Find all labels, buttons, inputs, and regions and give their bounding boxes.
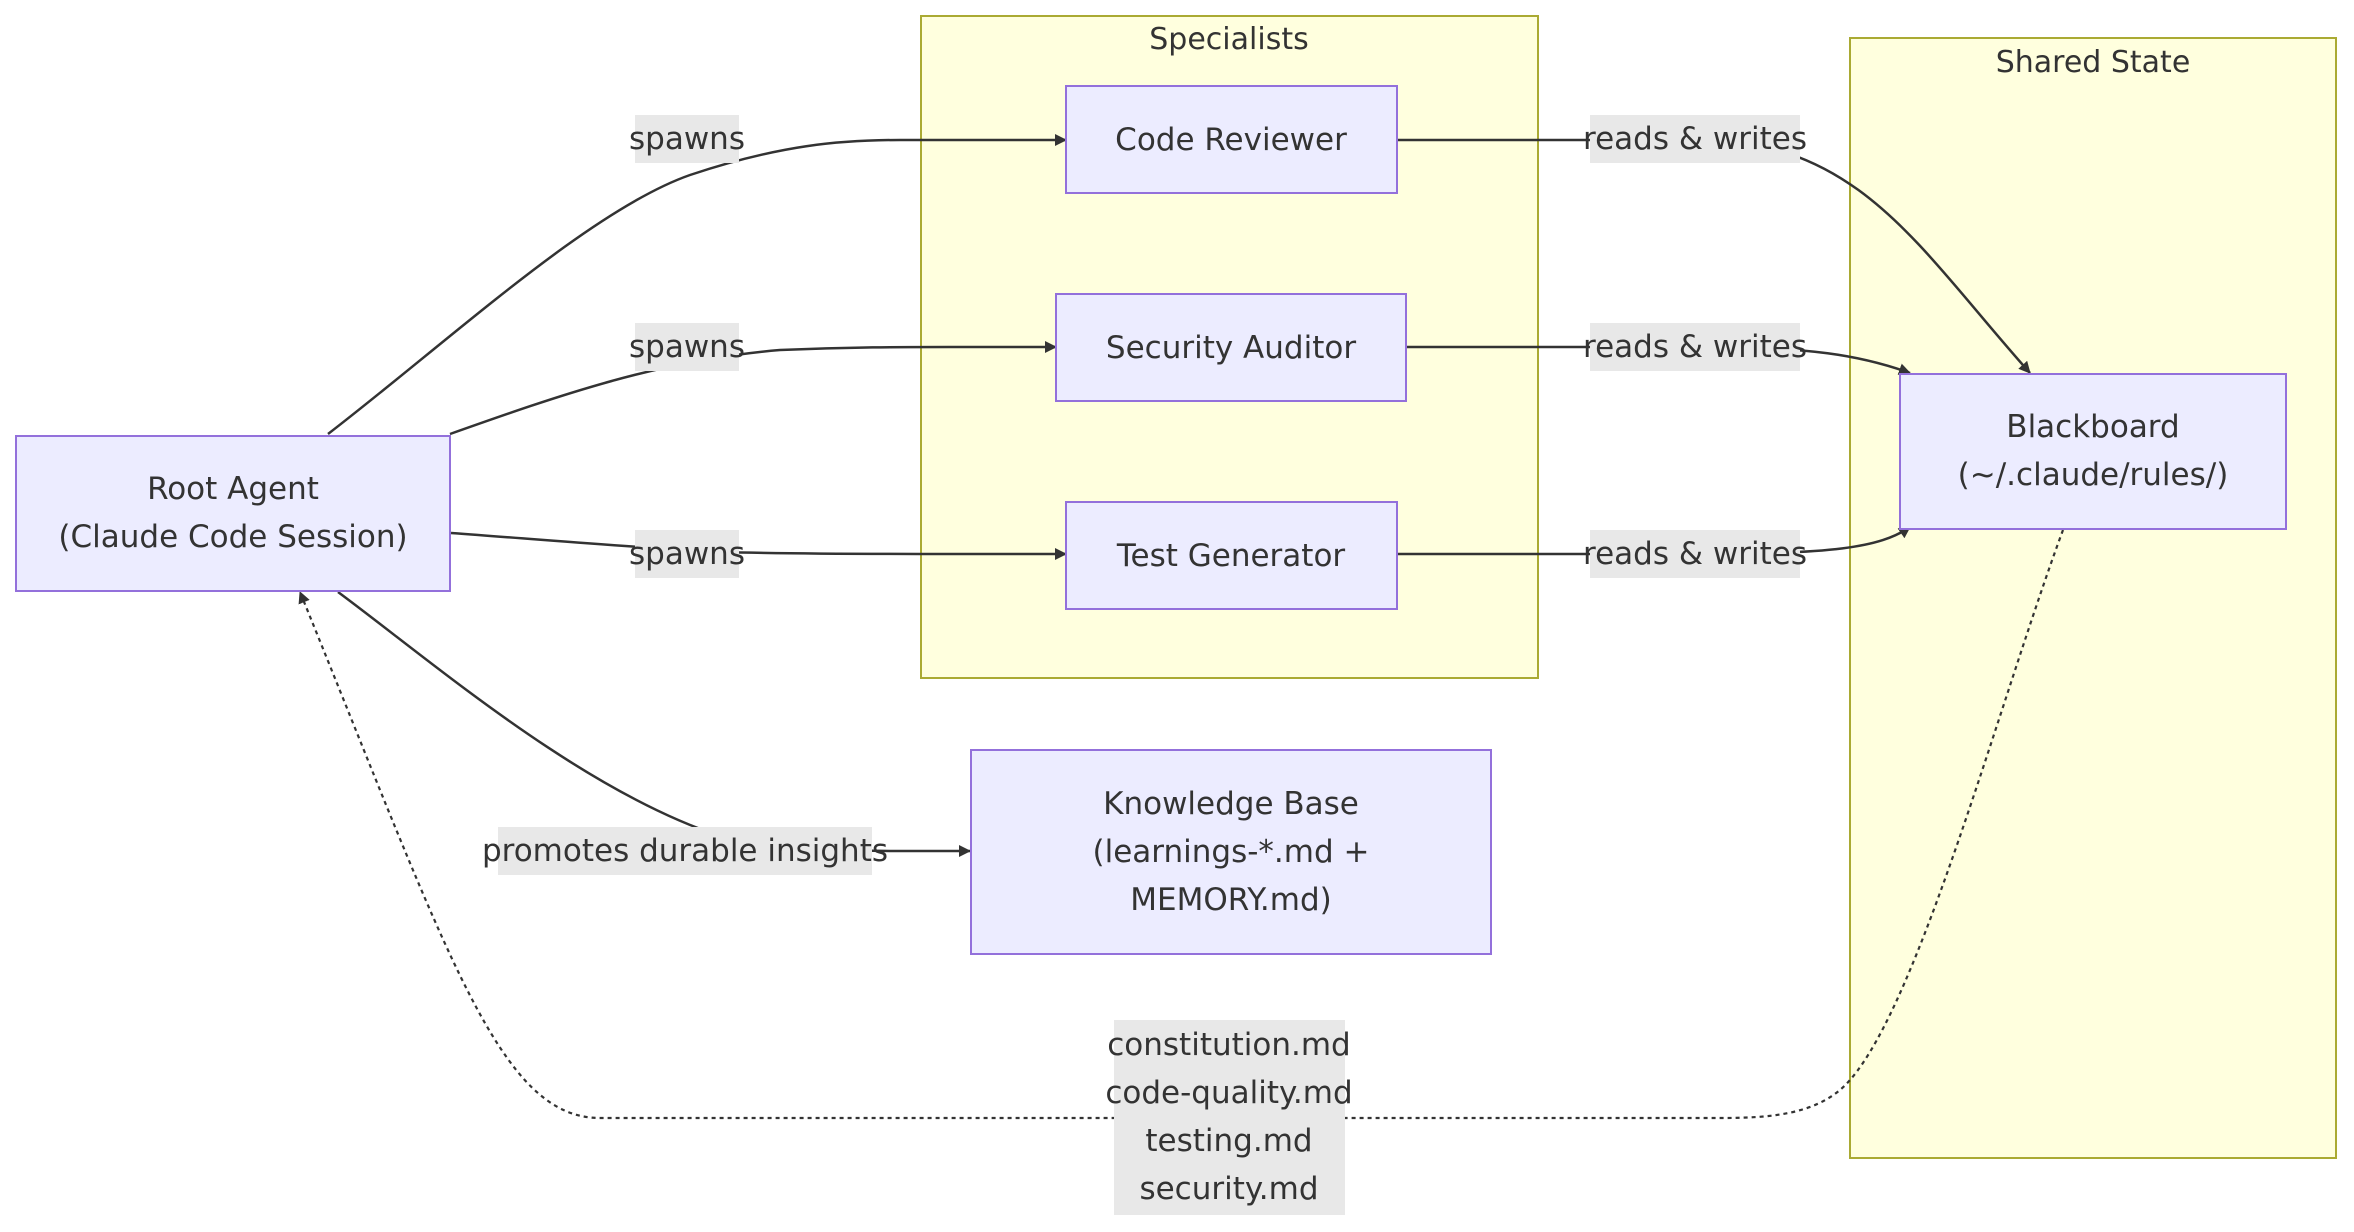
node-security-auditor-title: Security Auditor bbox=[1106, 330, 1356, 366]
node-code-reviewer[interactable]: Code Reviewer bbox=[1065, 85, 1398, 194]
edge-label-reviewer-blackboard: reads & writes bbox=[1583, 115, 1807, 163]
node-security-auditor[interactable]: Security Auditor bbox=[1055, 293, 1407, 402]
node-blackboard[interactable]: Blackboard (~/.claude/rules/) bbox=[1899, 373, 2287, 530]
edge-label-text: reads & writes bbox=[1583, 121, 1807, 157]
node-blackboard-subtitle: (~/.claude/rules/) bbox=[1958, 457, 2229, 493]
edge-label-spawns-generator: spawns bbox=[629, 530, 745, 578]
edge-label-text: testing.md bbox=[1145, 1123, 1312, 1159]
edge-label-text: reads & writes bbox=[1583, 536, 1807, 572]
node-test-generator[interactable]: Test Generator bbox=[1065, 501, 1398, 610]
cluster-shared-state-title: Shared State bbox=[1996, 45, 2191, 80]
node-knowledge-base-line-2: (learnings-*.md + bbox=[1093, 834, 1370, 870]
node-knowledge-base-title: Knowledge Base bbox=[1103, 786, 1359, 822]
edge-label-text: code-quality.md bbox=[1105, 1075, 1352, 1111]
edge-label-text: spawns bbox=[629, 121, 745, 157]
cluster-specialists-title: Specialists bbox=[1149, 22, 1308, 57]
edge-label-rules-feedback: constitution.md code-quality.md testing.… bbox=[1105, 1020, 1353, 1215]
edge-label-text: constitution.md bbox=[1107, 1027, 1351, 1063]
edge-promotes-knowledge-base bbox=[337, 590, 971, 857]
edge-label-text: promotes durable insights bbox=[482, 833, 888, 869]
node-blackboard-title: Blackboard bbox=[2006, 409, 2179, 445]
node-root-agent-subtitle: (Claude Code Session) bbox=[58, 519, 407, 555]
node-knowledge-base[interactable]: Knowledge Base (learnings-*.md + MEMORY.… bbox=[970, 749, 1492, 955]
node-root-agent-title: Root Agent bbox=[147, 471, 319, 507]
edge-label-text: reads & writes bbox=[1583, 329, 1807, 365]
edge-label-text: security.md bbox=[1139, 1171, 1318, 1207]
node-knowledge-base-line-3: MEMORY.md) bbox=[1130, 882, 1332, 918]
edge-label-generator-blackboard: reads & writes bbox=[1583, 530, 1807, 578]
edge-label-text: spawns bbox=[629, 536, 745, 572]
edge-spawns-security-auditor bbox=[449, 341, 1057, 436]
node-root-agent[interactable]: Root Agent (Claude Code Session) bbox=[15, 435, 451, 592]
edge-label-promotes: promotes durable insights bbox=[482, 827, 888, 875]
node-code-reviewer-title: Code Reviewer bbox=[1115, 122, 1347, 158]
edge-label-spawns-auditor: spawns bbox=[629, 323, 745, 371]
edge-spawns-code-reviewer bbox=[327, 134, 1067, 435]
edge-label-text: spawns bbox=[629, 329, 745, 365]
node-test-generator-title: Test Generator bbox=[1116, 538, 1346, 574]
edge-label-spawns-reviewer: spawns bbox=[629, 115, 745, 163]
cluster-shared-state: Shared State bbox=[1849, 37, 2337, 1159]
edge-label-auditor-blackboard: reads & writes bbox=[1583, 323, 1807, 371]
edge-rules-feedback bbox=[298, 529, 2065, 1120]
